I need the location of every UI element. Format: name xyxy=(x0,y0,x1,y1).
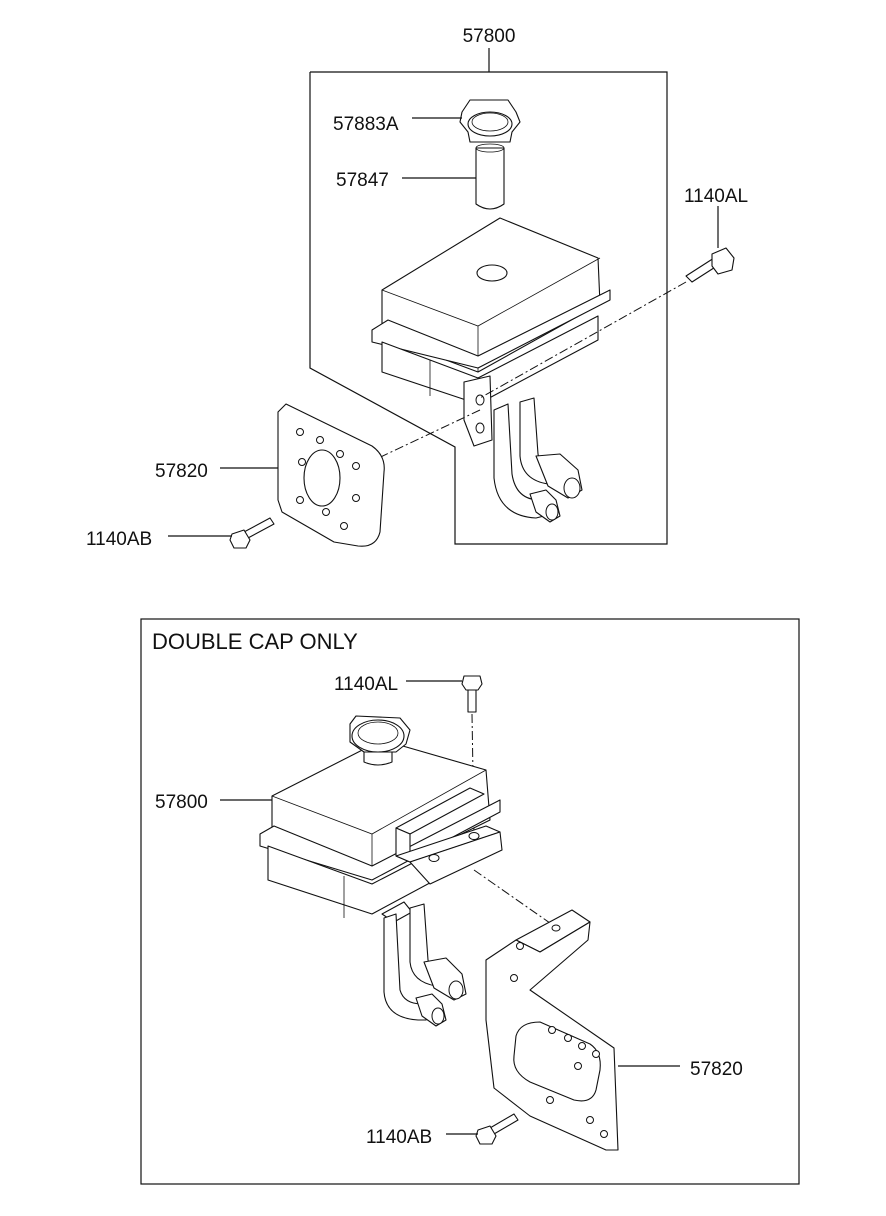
bolt-icon xyxy=(685,247,735,283)
strainer-icon xyxy=(475,143,505,210)
strainer-callout: 57847 xyxy=(336,170,389,191)
panel-title: DOUBLE CAP ONLY xyxy=(152,629,358,654)
filler-cap-icon xyxy=(349,715,411,766)
bracket-plate-icon xyxy=(485,909,619,1151)
bolt-top-callout: 1140AL xyxy=(334,674,398,695)
assembly-label: 57800 xyxy=(463,26,516,47)
reservoir-callout: 57800 xyxy=(155,792,208,813)
top-panel: 57800 57883A 57847 xyxy=(86,26,748,550)
cap-callout: 57883A xyxy=(333,114,399,135)
outlet-hoses-icon xyxy=(381,901,467,1027)
outlet-hoses-icon xyxy=(493,397,583,523)
bolt-icon xyxy=(229,517,275,549)
reservoir-tank-icon xyxy=(371,217,611,447)
assembly-boundary xyxy=(309,71,668,545)
panel-frame xyxy=(140,618,800,1185)
bottom-panel: DOUBLE CAP ONLY 1140AL 57800 xyxy=(140,618,800,1185)
bolt-top-callout: 1140AL xyxy=(684,186,748,207)
bracket-plate-icon xyxy=(277,403,385,547)
reservoir-tank-icon xyxy=(259,739,501,918)
bolt-axis-line xyxy=(471,713,475,837)
bracket-callout: 57820 xyxy=(155,461,208,482)
bracket-axis-line xyxy=(369,409,481,463)
bolt-bottom-callout: 1140AB xyxy=(366,1127,432,1148)
bolt-icon xyxy=(461,675,483,713)
bolt-axis-line xyxy=(479,281,687,399)
mounting-tab-icon xyxy=(395,787,503,885)
filler-cap-icon xyxy=(459,99,521,143)
bolt-bottom-callout: 1140AB xyxy=(86,529,152,550)
bolt-icon xyxy=(475,1113,519,1145)
bracket-axis-line xyxy=(473,869,561,931)
bracket-callout: 57820 xyxy=(690,1059,743,1080)
